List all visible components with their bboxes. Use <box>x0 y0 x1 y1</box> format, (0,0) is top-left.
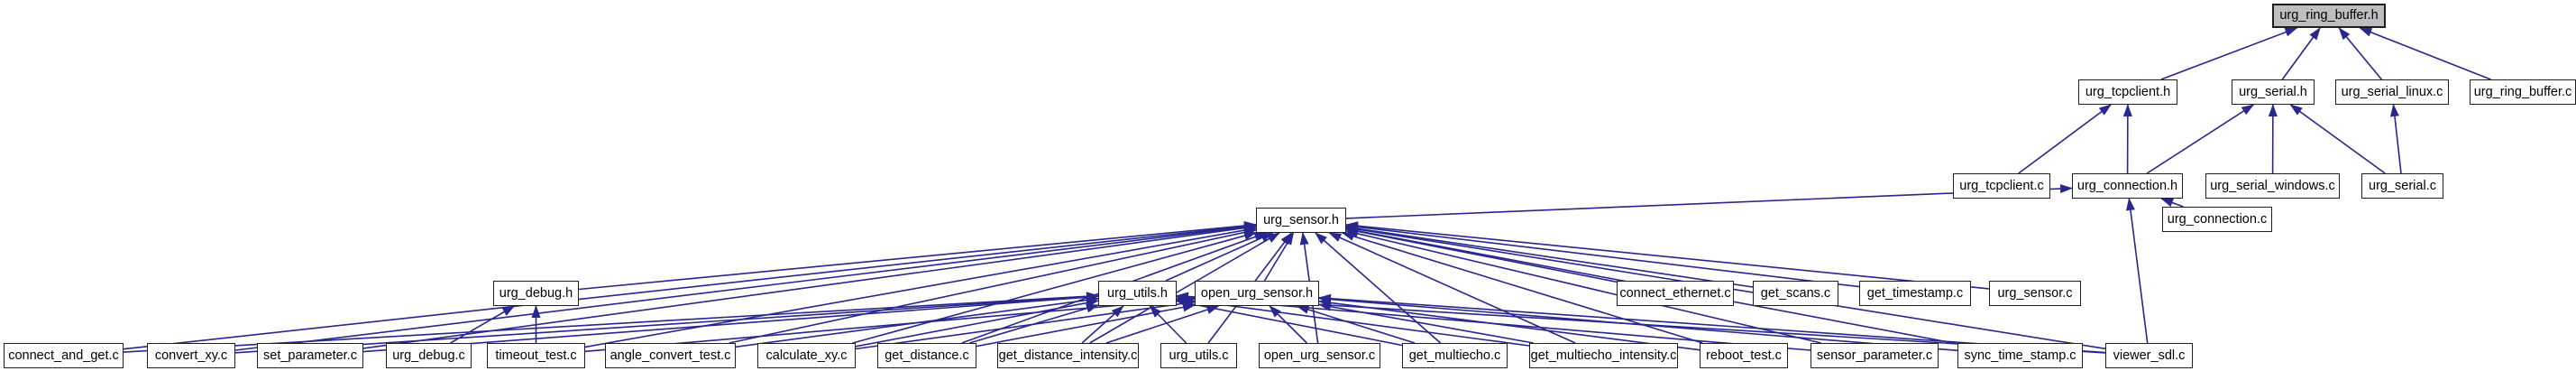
include-edge-connection-c-to-connection-h <box>2160 198 2184 208</box>
graph-node-calculate-xy-c[interactable]: calculate_xy.c <box>757 343 856 368</box>
include-edge-convert-xy-c-to-sensor-h <box>234 222 1257 351</box>
include-edge-urg-utils-c-to-utils-h <box>1149 305 1187 344</box>
include-edge-tcpclient-h-to-ring-buffer-h <box>2160 27 2298 80</box>
graph-node-serial-windows-c[interactable]: urg_serial_windows.c <box>2205 173 2340 199</box>
graph-node-viewer-sdl-c[interactable]: viewer_sdl.c <box>2105 343 2193 368</box>
include-edge-convert-xy-c-to-utils-h <box>234 292 1099 354</box>
graph-node-connect-and-get-c[interactable]: connect_and_get.c <box>4 343 124 368</box>
include-edge-sync-time-stamp-c-to-open-urg-sensor-h <box>1318 294 1958 352</box>
include-edge-get-distance-intensity-c-to-sensor-h <box>1089 232 1280 344</box>
graph-node-utils-h[interactable]: urg_utils.h <box>1098 281 1177 306</box>
graph-node-get-scans-c[interactable]: get_scans.c <box>1753 281 1838 306</box>
graph-node-debug-h[interactable]: urg_debug.h <box>493 281 579 306</box>
graph-node-reboot-test-c[interactable]: reboot_test.c <box>1700 343 1788 368</box>
include-edge-debug-h-to-sensor-h <box>578 221 1257 291</box>
graph-node-connection-h[interactable]: urg_connection.h <box>2072 173 2183 199</box>
graph-node-set-parameter-c[interactable]: set_parameter.c <box>257 343 363 368</box>
include-edge-open-urg-sensor-h-to-sensor-h <box>1263 232 1295 282</box>
graph-node-get-multiecho-c[interactable]: get_multiecho.c <box>1402 343 1508 368</box>
include-edge-calculate-xy-c-to-sensor-h <box>852 231 1257 344</box>
graph-node-open-urg-sensor-h[interactable]: open_urg_sensor.h <box>1195 281 1319 306</box>
graph-node-angle-convert-test-c[interactable]: angle_convert_test.c <box>605 343 736 368</box>
include-edge-set-parameter-c-to-utils-h <box>362 292 1099 353</box>
include-edge-get-distance-c-to-open-urg-sensor-h <box>976 302 1196 348</box>
graph-node-urg-debug-c[interactable]: urg_debug.c <box>386 343 472 368</box>
graph-node-get-multiecho-intensity-c[interactable]: get_multiecho_intensity.c <box>1529 343 1678 368</box>
include-edge-viewer-sdl-c-to-connection-h <box>2125 198 2149 344</box>
include-edge-serial-c-to-serial-h <box>2289 104 2386 174</box>
include-edge-serial-linux-c-to-ring-buffer-h <box>2338 27 2383 80</box>
graph-node-tcpclient-h[interactable]: urg_tcpclient.h <box>2078 79 2177 105</box>
include-edge-utils-h-to-sensor-h <box>1165 232 1274 282</box>
graph-node-get-distance-intensity-c[interactable]: get_distance_intensity.c <box>997 343 1139 368</box>
include-edge-serial-h-to-ring-buffer-h <box>2281 27 2321 80</box>
edge-group <box>123 27 2491 354</box>
graph-node-ring-buffer-c[interactable]: urg_ring_buffer.c <box>2470 79 2576 105</box>
graph-node-sensor-h[interactable]: urg_sensor.h <box>1256 208 1346 233</box>
include-edge-connect-and-get-c-to-utils-h <box>123 292 1099 353</box>
include-edge-serial-c-to-serial-linux-c <box>2389 104 2402 174</box>
include-edge-sensor-h-to-connection-h <box>1345 184 2073 219</box>
graph-node-ring-buffer-h: urg_ring_buffer.h <box>2272 4 2386 28</box>
include-edge-set-parameter-c-to-sensor-h <box>362 223 1257 349</box>
graph-node-serial-linux-c[interactable]: urg_serial_linux.c <box>2335 79 2449 105</box>
include-edge-connect-and-get-c-to-sensor-h <box>123 221 1257 350</box>
include-edge-get-multiecho-intensity-c-to-utils-h <box>1176 295 1530 347</box>
graph-node-convert-xy-c[interactable]: convert_xy.c <box>147 343 235 368</box>
graph-node-connect-ethernet-c[interactable]: connect_ethernet.c <box>1617 281 1734 306</box>
include-edge-open-urg-sensor-c-to-open-urg-sensor-h <box>1269 305 1307 344</box>
include-edge-connection-h-to-serial-h <box>2146 104 2255 174</box>
graph-node-get-distance-c[interactable]: get_distance.c <box>877 343 976 368</box>
include-edge-timeout-test-c-to-open-urg-sensor-h <box>584 295 1196 353</box>
include-edge-tcpclient-c-to-tcpclient-h <box>2018 104 2113 174</box>
graph-node-serial-h[interactable]: urg_serial.h <box>2232 79 2315 105</box>
graph-node-urg-utils-c[interactable]: urg_utils.c <box>1160 343 1237 368</box>
graph-node-sync-time-stamp-c[interactable]: sync_time_stamp.c <box>1957 343 2083 368</box>
include-edge-get-multiecho-intensity-c-to-open-urg-sensor-h <box>1318 301 1534 344</box>
include-edge-reboot-test-c-to-open-urg-sensor-h <box>1318 298 1701 351</box>
graph-node-serial-c[interactable]: urg_serial.c <box>2361 173 2443 199</box>
include-edge-ring-buffer-c-to-ring-buffer-h <box>2359 27 2491 80</box>
include-edge-get-timestamp-c-to-sensor-h <box>1345 222 1860 288</box>
graph-node-sensor-parameter-c[interactable]: sensor_parameter.c <box>1811 343 1939 368</box>
graph-node-connection-c[interactable]: urg_connection.c <box>2162 207 2272 232</box>
include-edge-get-multiecho-intensity-c-to-sensor-h <box>1328 232 1576 344</box>
graph-node-timeout-test-c[interactable]: timeout_test.c <box>487 343 585 368</box>
include-edge-get-multiecho-c-to-sensor-h <box>1315 232 1442 344</box>
include-edge-get-multiecho-c-to-open-urg-sensor-h <box>1296 305 1416 344</box>
include-edge-urg-debug-c-to-debug-h <box>450 305 516 344</box>
include-edge-calculate-xy-c-to-utils-h <box>855 298 1099 348</box>
graph-node-tcpclient-c[interactable]: urg_tcpclient.c <box>1953 173 2050 199</box>
include-edge-get-scans-c-to-sensor-h <box>1345 224 1754 288</box>
include-edge-get-distance-intensity-c-to-open-urg-sensor-h <box>1105 305 1220 344</box>
include-edge-sensor-parameter-c-to-sensor-h <box>1345 228 1821 344</box>
include-edge-urg-sensor-c-to-sensor-h <box>1345 221 1990 290</box>
graph-node-urg-sensor-c[interactable]: urg_sensor.c <box>1989 281 2081 306</box>
graph-node-get-timestamp-c[interactable]: get_timestamp.c <box>1859 281 1971 306</box>
include-edge-calculate-xy-c-to-open-urg-sensor-h <box>855 299 1196 350</box>
include-edge-angle-convert-test-c-to-sensor-h <box>729 227 1257 344</box>
graph-node-open-urg-sensor-c[interactable]: open_urg_sensor.c <box>1259 343 1380 368</box>
